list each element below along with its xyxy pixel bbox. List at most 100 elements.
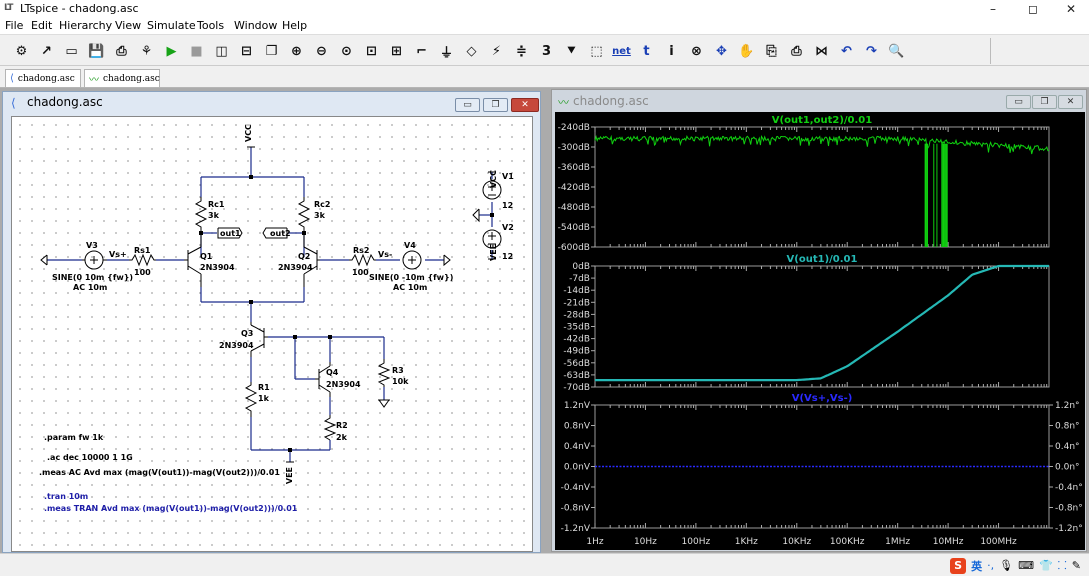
run-icon[interactable]: ▶ <box>166 43 177 59</box>
tab-label: chadong.asc <box>103 73 160 84</box>
undo-paste-icon[interactable]: ⎘ <box>766 43 777 59</box>
resistor-icon[interactable]: ⚡ <box>491 43 502 59</box>
redo-arrow-icon[interactable]: ↷ <box>866 43 877 59</box>
zoom-area-icon[interactable]: ⊡ <box>366 43 377 59</box>
zoom-in-icon[interactable]: ⊕ <box>291 43 302 59</box>
waveform-plot-area[interactable]: V(out1,out2)/0.01-240dB-300dB-360dB-420d… <box>555 112 1085 550</box>
tab-waveform[interactable]: 〰 chadong.asc <box>84 69 160 87</box>
r1-label: R1 <box>258 383 270 392</box>
spice-directive[interactable]: .ac dec 10000 1 1G <box>47 453 133 462</box>
restore-button[interactable]: ❐ <box>483 98 508 112</box>
x-tick-label: 100Hz <box>682 537 711 547</box>
minimize-button[interactable]: ▭ <box>455 98 480 112</box>
spice-directive[interactable]: .meas AC Avd max (mag(V(out1))-mag(V(out… <box>39 468 280 477</box>
minimize-button[interactable]: – <box>990 2 996 16</box>
tab-schematic[interactable]: ⟨ chadong.asc <box>5 69 81 87</box>
waveform-window-titlebar[interactable]: 〰 chadong.asc ▭ ❐ ✕ <box>552 90 1086 112</box>
component-icon[interactable]: ⬚ <box>590 43 603 59</box>
menu-simulate[interactable]: Simulate <box>147 19 196 32</box>
y2-tick-label: 0.8n° <box>1055 422 1080 432</box>
diode-icon[interactable]: ⯆ <box>566 43 577 59</box>
open-icon[interactable]: ↗ <box>41 43 52 59</box>
settings-icon[interactable]: ✎ <box>1071 559 1081 572</box>
status-bar: S 英 ·, 🎙 ⌨ 👕 ⸬ ✎ <box>0 553 1089 576</box>
move-icon[interactable]: ✥ <box>716 43 727 59</box>
y-tick-label: -300dB <box>558 143 590 153</box>
q4-label: Q4 <box>326 368 339 377</box>
menu-file[interactable]: File <box>5 19 24 32</box>
spice-directive[interactable]: .param fw 1k <box>44 433 104 442</box>
toolbox-icon[interactable]: ⸬ <box>1057 559 1067 572</box>
keyboard-icon[interactable]: ⌨ <box>1018 559 1034 572</box>
r3-label: R3 <box>392 366 404 375</box>
y-tick-label: 0dB <box>572 262 590 272</box>
minimize-button[interactable]: ▭ <box>1006 95 1031 109</box>
schematic-window-titlebar[interactable]: ⟨ chadong.asc ▭ ❐ ✕ <box>3 92 540 114</box>
menu-hierarchy[interactable]: Hierarchy <box>59 19 113 32</box>
menu-tools[interactable]: Tools <box>197 19 225 32</box>
waveform-icon: 〰 <box>89 75 99 86</box>
skin-icon[interactable]: 👕 <box>1038 559 1053 572</box>
document-tabs: ⟨ chadong.asc 〰 chadong.asc <box>0 66 1089 88</box>
rc2-label: Rc2 <box>314 200 330 209</box>
ground-icon[interactable]: ⏚ <box>439 45 453 61</box>
schematic-labels: VCC Rc1 3k Rc2 3k out1 out2 Q1 2N3904 Q2… <box>39 124 514 513</box>
waveform-window: 〰 chadong.asc ▭ ❐ ✕ V(out1,out2)/0.01-24… <box>551 89 1087 552</box>
tile-horizontal-icon[interactable]: ⊟ <box>241 43 252 59</box>
close-button[interactable]: ✕ <box>511 98 539 112</box>
folder-icon[interactable]: ▭ <box>65 43 78 59</box>
plot-pane-2: V(out1)/0.010dB-7dB-14dB-21dB-28dB-35dB-… <box>563 254 1050 393</box>
save-icon[interactable]: 💾 <box>88 43 105 59</box>
halt-icon[interactable]: ■ <box>190 43 203 59</box>
plot-title: V(out1,out2)/0.01 <box>772 115 873 126</box>
vcc-label: VCC <box>489 170 498 188</box>
cascade-icon[interactable]: ❐ <box>265 43 278 59</box>
menu-view[interactable]: View <box>115 19 142 32</box>
find-icon[interactable]: 🔍 <box>888 43 905 59</box>
microphone-icon[interactable]: 🎙 <box>999 559 1014 572</box>
tab-label: chadong.asc <box>17 73 75 84</box>
spice-comment[interactable]: .tran 10m <box>44 492 88 501</box>
wire-icon[interactable]: ⌐ <box>416 43 427 59</box>
tile-vertical-icon[interactable]: ◫ <box>215 43 228 59</box>
rc1-label: Rc1 <box>208 200 225 209</box>
redo-icon[interactable]: ⎙ <box>791 43 802 59</box>
r1-value: 1k <box>258 394 270 403</box>
print-icon[interactable]: ⎙ <box>116 43 127 59</box>
punctuation-icon[interactable]: ·, <box>987 559 995 572</box>
menu-help[interactable]: Help <box>282 19 308 32</box>
schematic-window-title: chadong.asc <box>27 95 103 109</box>
undo-icon[interactable]: ↶ <box>841 43 852 59</box>
zoom-out-icon[interactable]: ⊖ <box>316 43 327 59</box>
vee-label: VEE <box>285 467 294 484</box>
label-icon[interactable]: ◇ <box>466 43 477 59</box>
menu-edit[interactable]: Edit <box>31 19 53 32</box>
maximize-button[interactable]: ◻ <box>1028 2 1038 16</box>
drag-icon[interactable]: ✋ <box>738 43 755 59</box>
schematic-canvas[interactable]: VCC Rc1 3k Rc2 3k out1 out2 Q1 2N3904 Q2… <box>11 116 533 552</box>
spice-comment[interactable]: .meas TRAN Avd max (mag(V(out1))-mag(V(o… <box>44 504 298 513</box>
x-tick-label: 100MHz <box>980 537 1017 547</box>
ime-language-icon[interactable]: 英 <box>971 559 983 573</box>
x-tick-label: 1KHz <box>735 537 758 547</box>
capacitor-icon[interactable]: ≑ <box>516 43 527 59</box>
inductor-icon[interactable]: 3 <box>541 43 552 59</box>
gear-icon[interactable]: ⚙ <box>15 43 28 59</box>
spice-directive-icon[interactable]: ⅰ <box>669 43 674 59</box>
close-button[interactable]: ✕ <box>1058 95 1083 109</box>
control-panel-icon[interactable]: ⚘ <box>140 43 153 59</box>
y2-tick-label: 0.0n° <box>1055 463 1080 473</box>
rc2-value: 3k <box>314 211 326 220</box>
delete-icon[interactable]: ⊗ <box>691 43 702 59</box>
plot-frame <box>594 265 1050 388</box>
menu-window[interactable]: Window <box>234 19 278 32</box>
ltspice-logo-icon: LT <box>4 3 13 13</box>
netlist-icon[interactable]: net <box>612 45 631 57</box>
text-icon[interactable]: t <box>643 43 650 59</box>
close-button[interactable]: ✕ <box>1065 2 1077 16</box>
zoom-fit-icon[interactable]: ⊙ <box>341 43 352 59</box>
restore-button[interactable]: ❐ <box>1032 95 1057 109</box>
mirror-icon[interactable]: ⋈ <box>815 43 828 59</box>
autorange-icon[interactable]: ⊞ <box>391 43 402 59</box>
sogou-ime-icon[interactable]: S <box>950 557 967 574</box>
